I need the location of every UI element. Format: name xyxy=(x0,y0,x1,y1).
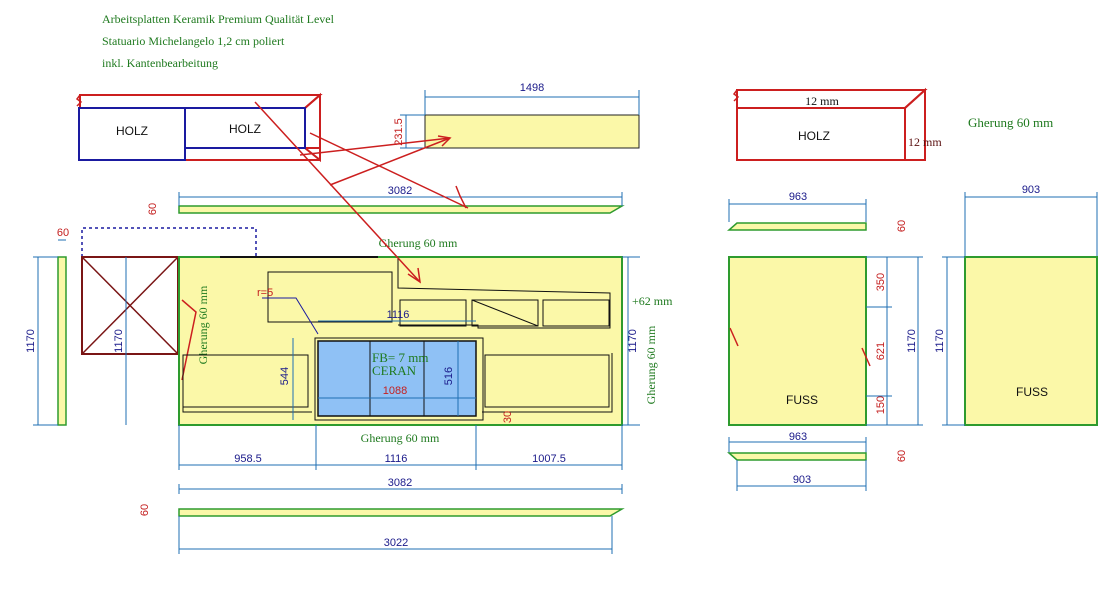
strip-3082-top: 3082 60 xyxy=(147,185,625,215)
dim-60-r2: 60 xyxy=(896,450,908,462)
gherung-bottom: Gherung 60 mm xyxy=(361,431,440,445)
holz-label-1: HOLZ xyxy=(116,124,148,138)
red-arrows xyxy=(254,101,469,284)
panel-1498: 1498 231.5 xyxy=(393,82,640,149)
dim-903-top: 903 xyxy=(1022,184,1040,196)
mm12-top: 12 mm xyxy=(805,94,839,108)
fuss-label-2: FUSS xyxy=(1016,385,1048,399)
mm12-side: 12 mm xyxy=(908,135,942,149)
dim-30: 30 xyxy=(502,411,514,423)
holz-unit-right: 12 mm HOLZ 12 mm Gherung 60 mm xyxy=(732,87,1053,161)
dim-60-strip: 60 xyxy=(147,203,159,215)
dim-3022: 3022 xyxy=(384,537,408,549)
dim-1170-c: 1170 xyxy=(627,329,639,353)
gherung-top: Gherung 60 mm xyxy=(379,236,458,250)
dim-231-5: 231.5 xyxy=(393,118,405,146)
dim-1007-5: 1007.5 xyxy=(532,453,566,465)
header-line-1: Arbeitsplatten Keramik Premium Qualität … xyxy=(102,12,335,26)
fb-label: FB= 7 mm xyxy=(372,350,428,365)
side-panel-963: 963 60 FUSS 350 621 150 1170 963 60 903 xyxy=(727,191,923,491)
dim-350: 350 xyxy=(875,273,887,291)
gherung-right-note: Gherung 60 mm xyxy=(968,115,1053,130)
bottom-dimensions: 958.5 1116 1007.5 3082 xyxy=(178,425,623,494)
dim-903-bottom: 903 xyxy=(793,474,811,486)
dim-1170-e: 1170 xyxy=(934,329,946,353)
holz-unit-left: HOLZ HOLZ xyxy=(75,92,323,163)
gherung-left: Gherung 60 mm xyxy=(196,285,210,364)
ceran-label: CERAN xyxy=(372,363,417,378)
dim-1116-inner: 1116 xyxy=(387,309,410,321)
dim-1498: 1498 xyxy=(520,82,544,94)
radius-label: r=5 xyxy=(257,287,273,299)
holz-label-2: HOLZ xyxy=(229,122,261,136)
plus-62: +62 mm xyxy=(632,294,673,308)
dim-1170-b: 1170 xyxy=(113,329,125,353)
crossed-box: 1170 xyxy=(81,227,257,425)
dim-60-r1: 60 xyxy=(896,220,908,232)
dim-544: 544 xyxy=(279,367,291,385)
dim-1116-bottom: 1116 xyxy=(385,453,408,465)
header-line-3: inkl. Kantenbearbeitung xyxy=(102,56,218,70)
gherung-right: Gherung 60 mm xyxy=(644,325,658,404)
dim-1170-d: 1170 xyxy=(906,329,918,353)
dim-1170-a: 1170 xyxy=(25,329,37,353)
strip-3022-bottom: 60 3022 xyxy=(139,504,625,554)
header-line-2: Statuario Michelangelo 1,2 cm poliert xyxy=(102,34,285,48)
dim-963-bottom: 963 xyxy=(789,431,807,443)
dim-60-bottom: 60 xyxy=(139,504,151,516)
side-panel-903: 903 FUSS 1170 xyxy=(934,184,1098,426)
dim-963-top: 963 xyxy=(789,191,807,203)
dim-1088: 1088 xyxy=(383,385,407,397)
dim-150: 150 xyxy=(875,396,887,414)
dim-621: 621 xyxy=(875,342,887,360)
left-edge-strip: 60 1170 xyxy=(25,227,69,426)
dim-3082-bottom: 3082 xyxy=(388,477,412,489)
dim-958-5: 958.5 xyxy=(234,453,262,465)
dim-60-left: 60 xyxy=(57,227,69,239)
dim-3082-top: 3082 xyxy=(388,185,412,197)
dim-516: 516 xyxy=(443,367,455,385)
main-worktop: Gherung 60 mm Gherung 60 mm Gherung 60 m… xyxy=(178,236,673,445)
fuss-label-1: FUSS xyxy=(786,393,818,407)
holz-label-right: HOLZ xyxy=(798,129,830,143)
